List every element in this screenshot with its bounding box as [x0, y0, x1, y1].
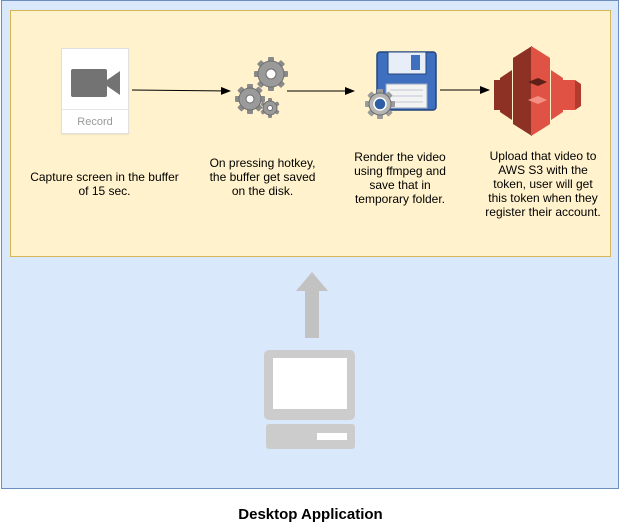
step-4-caption: Upload that video to AWS S3 with the tok…: [485, 149, 601, 219]
step-2-caption: On pressing hotkey, the buffer get saved…: [209, 156, 316, 198]
record-card: Record: [61, 48, 129, 134]
video-camera-icon: [71, 69, 120, 97]
step-1-caption: Capture screen in the buffer of 15 sec.: [30, 170, 179, 198]
diagram-title: Desktop Application: [238, 506, 383, 523]
record-divider: [62, 109, 128, 110]
step-3-caption: Render the video using ffmpeg and save t…: [354, 150, 446, 206]
record-label: Record: [77, 116, 113, 128]
